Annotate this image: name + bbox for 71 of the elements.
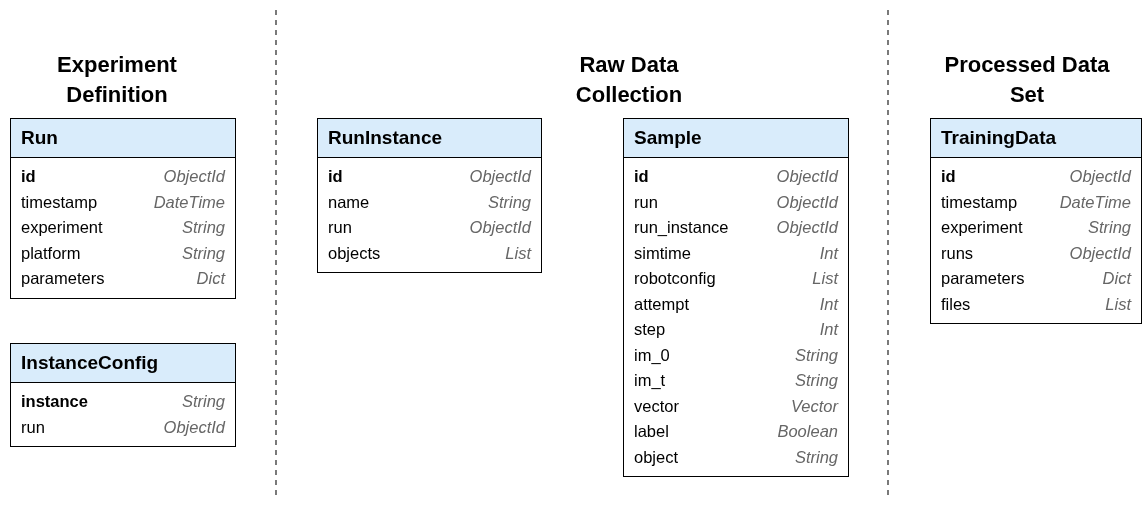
field-name: id [21,167,36,187]
table-header: InstanceConfig [11,344,235,383]
field-type: ObjectId [163,167,225,187]
field-name: objects [328,243,381,263]
field-name: experiment [941,218,1023,238]
field-name: timestamp [21,192,98,212]
table-header: RunInstance [318,119,541,158]
field-name: parameters [21,269,105,289]
table-header: TrainingData [931,119,1141,158]
field-type: Vector [790,396,838,416]
table-header: Run [11,119,235,158]
field-name: parameters [941,269,1025,289]
field-type: String [794,345,838,365]
field-type: ObjectId [163,417,225,437]
column-heading: Experiment Definition [56,51,178,109]
field-type: String [794,371,838,391]
field-type: String [181,243,225,263]
table-box [10,118,236,299]
table-box [930,118,1142,324]
field-type: ObjectId [776,218,838,238]
field-name: run_instance [634,218,729,238]
field-name: run [634,192,658,212]
field-type: ObjectId [776,192,838,212]
field-name: run [21,417,45,437]
column-heading: Raw Data Collection [574,51,684,109]
field-name: robotconfig [634,269,716,289]
field-type: String [181,218,225,238]
field-type: String [794,447,838,467]
field-type: ObjectId [1069,167,1131,187]
field-type: Int [819,243,838,263]
field-type: ObjectId [1069,243,1131,263]
field-name: id [328,167,343,187]
table-header: Sample [624,119,848,158]
field-type: Dict [1102,269,1131,289]
field-type: DateTime [1059,192,1131,212]
field-name: run [328,218,352,238]
field-name: attempt [634,294,690,314]
field-name: step [634,320,666,340]
field-type: List [812,269,838,289]
field-name: label [634,422,669,442]
field-name: object [634,447,679,467]
field-type: Int [819,294,838,314]
table-box [623,118,849,477]
field-name: id [634,167,649,187]
field-type: String [1087,218,1131,238]
field-type: String [487,192,531,212]
field-type: List [1105,294,1131,314]
field-type: ObjectId [469,218,531,238]
table-box [10,343,236,447]
column-heading: Processed Data Set [943,51,1111,109]
field-name: instance [21,392,88,412]
field-type: String [181,392,225,412]
field-type: DateTime [153,192,225,212]
field-type: List [505,243,531,263]
field-name: im_0 [634,345,670,365]
field-name: runs [941,243,974,263]
field-name: timestamp [941,192,1018,212]
field-type: Int [819,320,838,340]
field-name: vector [634,396,679,416]
field-name: simtime [634,243,691,263]
field-type: ObjectId [469,167,531,187]
field-type: Dict [196,269,225,289]
field-type: ObjectId [776,167,838,187]
field-name: im_t [634,371,666,391]
field-name: name [328,192,370,212]
field-name: platform [21,243,81,263]
field-name: experiment [21,218,103,238]
field-type: Boolean [777,422,838,442]
field-name: id [941,167,956,187]
field-name: files [941,294,971,314]
table-box [317,118,542,273]
